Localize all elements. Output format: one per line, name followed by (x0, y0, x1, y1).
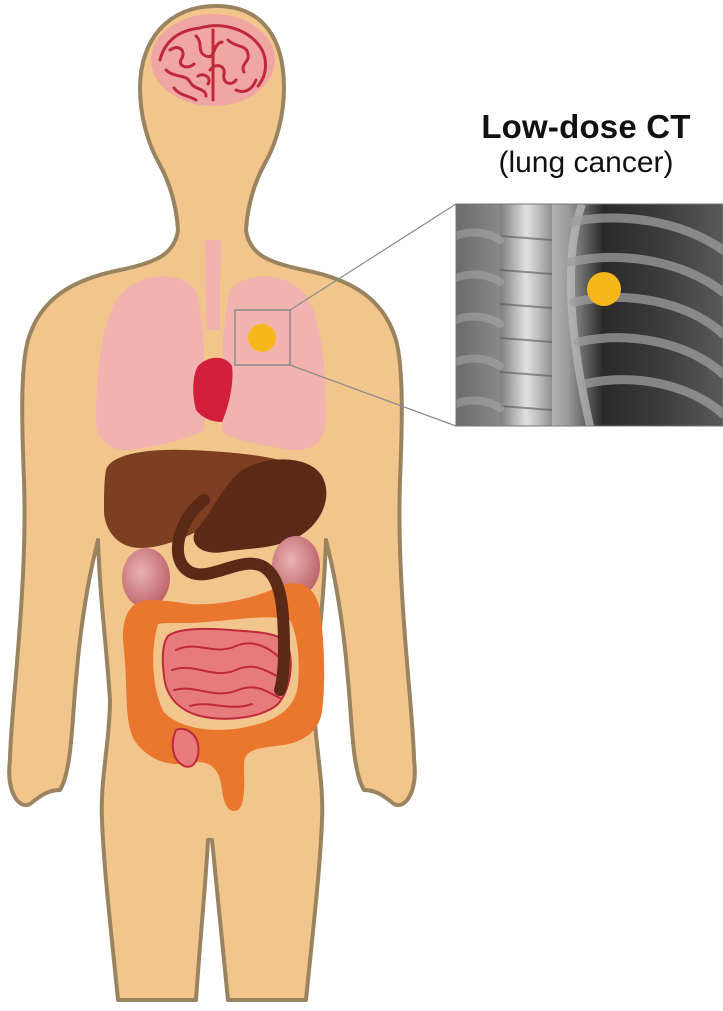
callout-title: Low-dose CT (lung cancer) (455, 108, 717, 180)
title-main: Low-dose CT (455, 108, 717, 146)
chest-xray-image (456, 204, 723, 426)
title-sub: (lung cancer) (455, 146, 717, 180)
trachea (205, 240, 221, 330)
xray-nodule-marker (587, 272, 621, 306)
brain (151, 14, 275, 106)
callout-line-top (290, 204, 456, 310)
tumor-nodule-marker (248, 324, 276, 352)
